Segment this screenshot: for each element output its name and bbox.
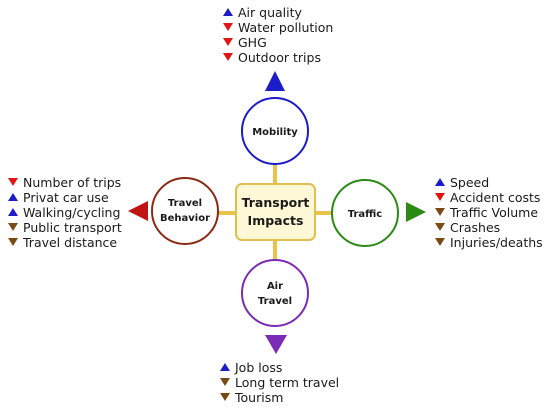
decrease-marker-icon (435, 208, 445, 216)
list-item: Air quality (223, 5, 303, 20)
traffic-arrow-right-icon (406, 202, 426, 222)
list-item: Privat car use (8, 190, 109, 205)
list-item: Job loss (220, 360, 282, 375)
list-item: Water pollution (223, 20, 333, 35)
list-item-label: GHG (238, 35, 267, 50)
list-item: Long term travel (220, 375, 339, 390)
list-item: Walking/cycling (8, 205, 120, 220)
travel-behavior-label-line1: Travel (168, 198, 202, 209)
node-air-travel: Air Travel (241, 259, 309, 327)
list-item-label: Number of trips (23, 175, 121, 190)
list-item: Injuries/deaths (435, 235, 543, 250)
list-item: Tourism (220, 390, 283, 405)
list-item: Public transport (8, 220, 122, 235)
decrease-marker-icon (8, 223, 18, 231)
decrease-marker-icon (8, 238, 18, 246)
center-title-line1: Transport (242, 195, 310, 210)
decrease-marker-icon (223, 38, 233, 46)
direction-arrows (128, 71, 426, 354)
list-item: Number of trips (8, 175, 121, 190)
air-travel-label-line2: Travel (258, 296, 292, 307)
air-travel-circle (241, 259, 309, 327)
list-item-label: Walking/cycling (23, 205, 120, 220)
decrease-marker-icon (435, 238, 445, 246)
list-item: Speed (435, 175, 489, 190)
decrease-marker-icon (435, 223, 445, 231)
list-item-label: Travel distance (22, 235, 117, 250)
mobility-arrow-up-icon (265, 71, 285, 91)
list-item: Travel distance (8, 235, 117, 250)
traffic-circle (331, 179, 399, 247)
decrease-marker-icon (223, 53, 233, 61)
list-item-label: Accident costs (450, 190, 540, 205)
travel-behavior-arrow-left-icon (128, 201, 148, 221)
list-item-label: Privat car use (23, 190, 109, 205)
list-item: Traffic Volume (435, 205, 538, 220)
decrease-marker-icon (435, 193, 445, 201)
list-item-label: Crashes (450, 220, 500, 235)
node-travel-behavior: Travel Behavior (151, 177, 219, 245)
list-item-label: Public transport (23, 220, 122, 235)
air-travel-arrow-down-icon (265, 335, 287, 354)
decrease-marker-icon (220, 393, 230, 401)
list-item: GHG (223, 35, 267, 50)
list-item: Accident costs (435, 190, 540, 205)
travel-behavior-circle (151, 177, 219, 245)
decrease-marker-icon (220, 378, 230, 386)
list-item-label: Long term travel (235, 375, 339, 390)
decrease-marker-icon (223, 23, 233, 31)
list-item-label: Tourism (234, 390, 283, 405)
list-item-label: Speed (450, 175, 489, 190)
node-traffic: Traffic (331, 179, 399, 247)
list-item-label: Traffic Volume (449, 205, 538, 220)
increase-marker-icon (8, 193, 18, 201)
list-item: Crashes (435, 220, 500, 235)
list-item-label: Water pollution (238, 20, 333, 35)
increase-marker-icon (8, 208, 18, 216)
node-mobility: Mobility (241, 97, 309, 165)
mobility-label: Mobility (252, 127, 298, 138)
center-box-frame (235, 183, 316, 241)
traffic-label: Traffic (348, 209, 383, 220)
decrease-marker-icon (8, 178, 18, 186)
list-item-label: Injuries/deaths (450, 235, 543, 250)
list-item-label: Job loss (234, 360, 282, 375)
center-title-line2: Impacts (248, 213, 304, 228)
increase-marker-icon (223, 8, 233, 16)
center-box: Transport Impacts (235, 183, 316, 241)
list-item-label: Air quality (238, 5, 303, 20)
list-item: Outdoor trips (223, 50, 321, 65)
increase-marker-icon (435, 178, 445, 186)
increase-marker-icon (220, 363, 230, 371)
travel-behavior-label-line2: Behavior (160, 213, 210, 224)
air-travel-label-line1: Air (267, 281, 283, 292)
list-item-label: Outdoor trips (238, 50, 321, 65)
mobility-circle (241, 97, 309, 165)
